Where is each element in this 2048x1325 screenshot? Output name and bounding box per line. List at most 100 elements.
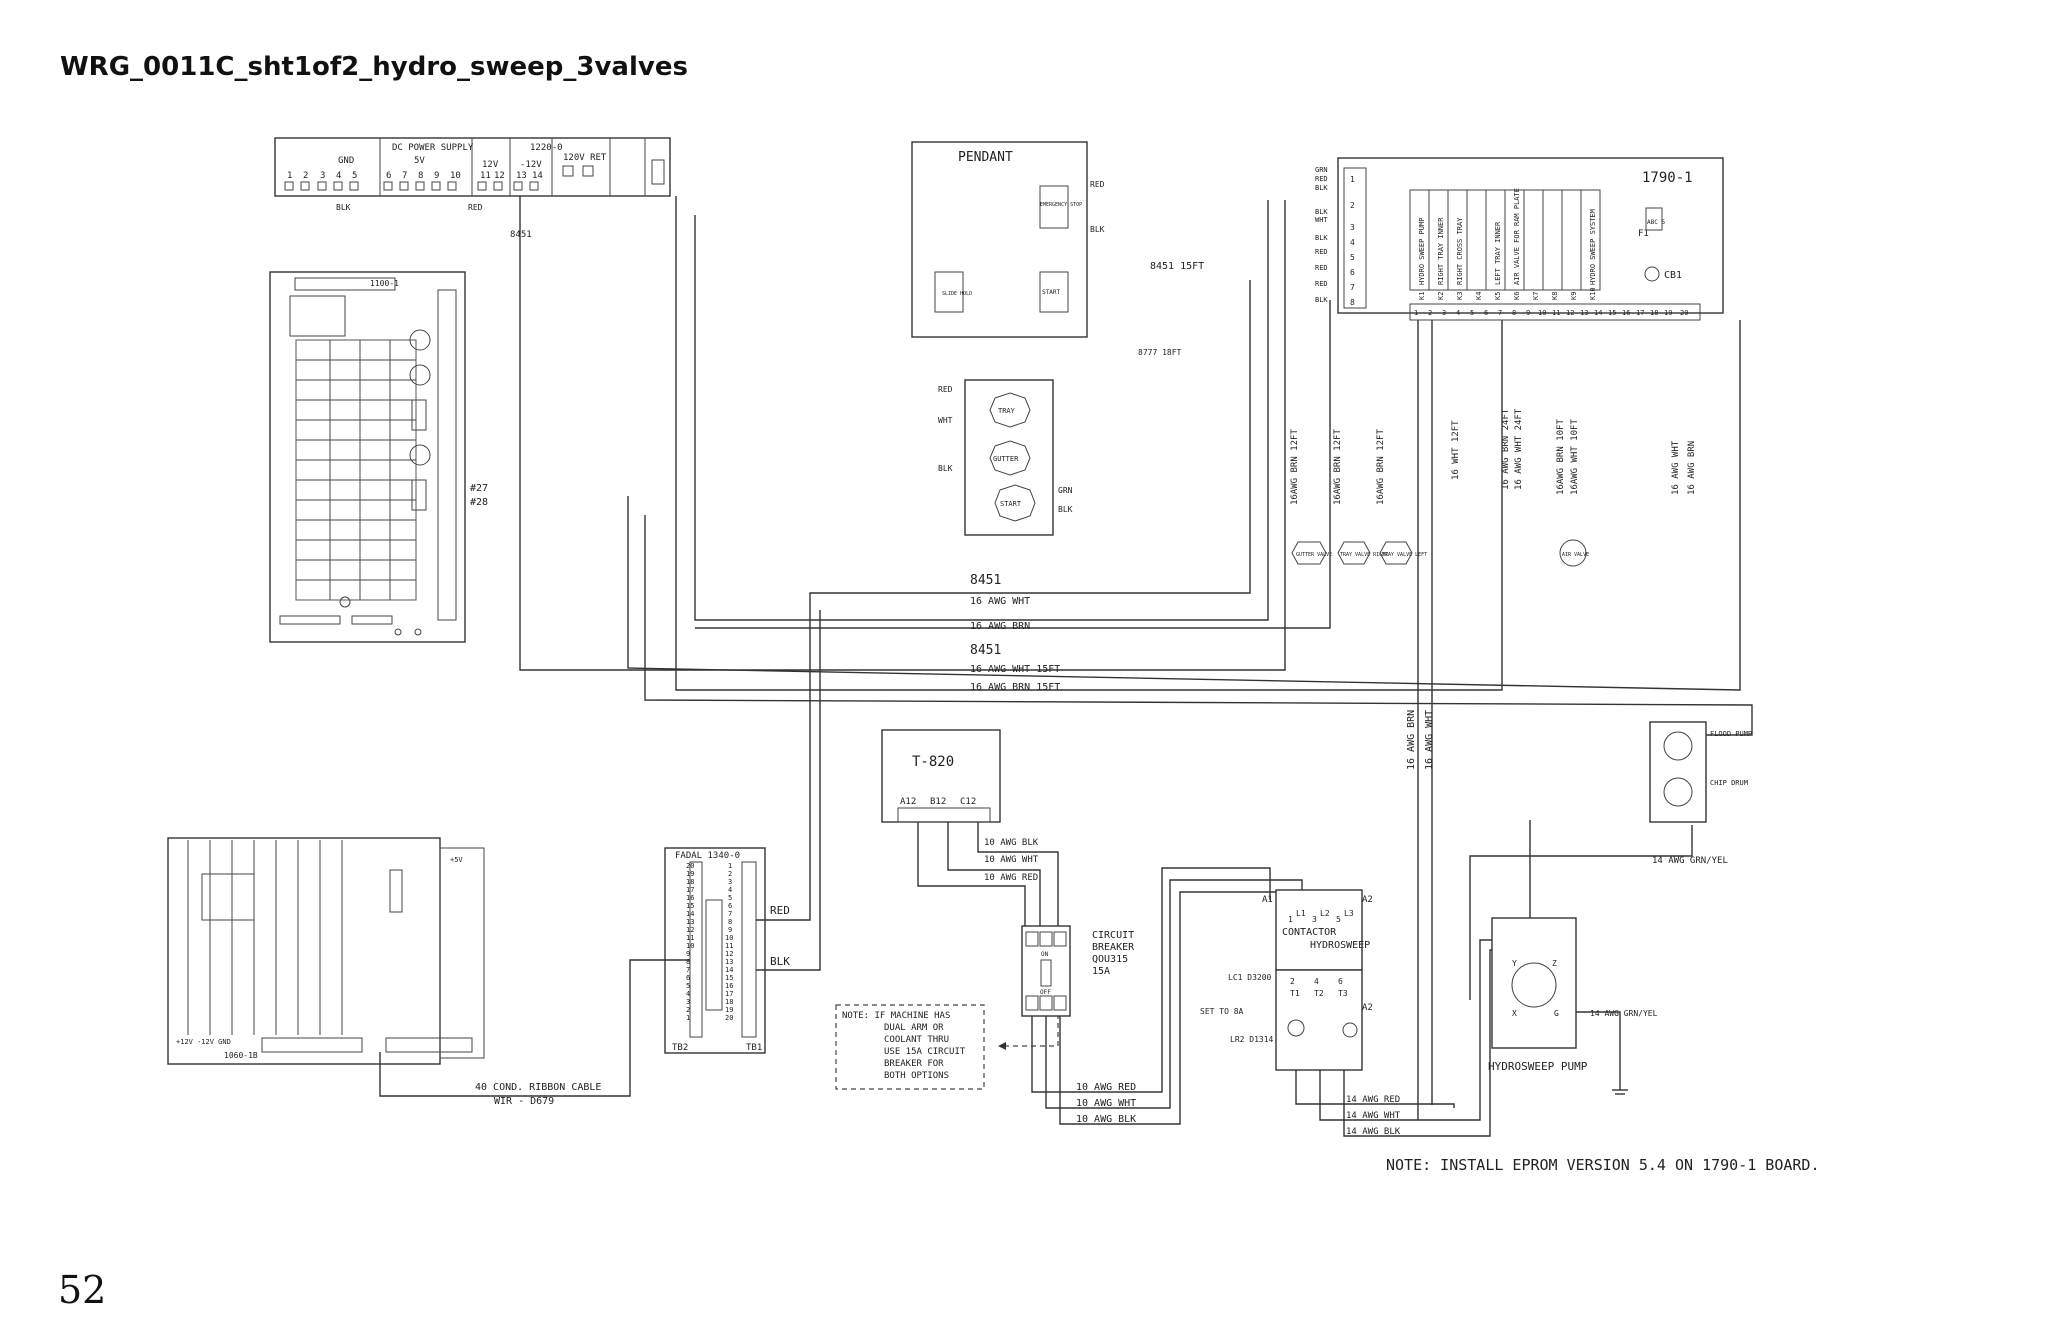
svg-text:17: 17 xyxy=(725,990,733,998)
hydrosweep-pump: Y Z X G HYDROSWEEP PUMP 14 AWG GRN/YEL xyxy=(1488,917,1658,1095)
fadal-tb1: TB1 xyxy=(746,1043,762,1053)
svg-text:9: 9 xyxy=(434,171,439,181)
svg-text:10: 10 xyxy=(686,942,694,950)
svg-text:16: 16 xyxy=(725,982,733,990)
svg-text:1: 1 xyxy=(1350,175,1355,184)
svg-text:3: 3 xyxy=(1442,309,1446,317)
page-title: WRG_0011C_sht1of2_hydro_sweep_3valves xyxy=(60,52,688,82)
dc-ps-board: 1220-0 xyxy=(530,143,563,153)
svg-text:BREAKER FOR: BREAKER FOR xyxy=(884,1059,944,1069)
vertical-pair: 16 AWG BRN 16 AWG WHT xyxy=(1406,320,1435,1120)
svg-text:K7: K7 xyxy=(1532,292,1540,300)
svg-text:1: 1 xyxy=(1288,915,1293,924)
svg-text:7: 7 xyxy=(686,966,690,974)
svg-text:B12: B12 xyxy=(930,797,946,807)
svg-text:K10: K10 xyxy=(1589,287,1597,300)
svg-text:6: 6 xyxy=(1484,309,1488,317)
svg-text:4: 4 xyxy=(336,171,341,181)
board-1790-relay-ids: K1 K2 K3 K4 K5 K6 K7 K8 K9 K10 xyxy=(1418,287,1597,300)
board-1790-cb: CB1 xyxy=(1664,270,1682,281)
contactor: A1 A2 A2 1 3 5 L1 L2 L3 CONTACTOR HYDROS… xyxy=(1200,889,1373,1071)
valve-tray-right: TRAY VALVE RIGHT xyxy=(1340,552,1388,558)
board-1790-bottom-pins: 1 2 3 4 5 6 7 8 9 10 11 12 13 14 15 16 1… xyxy=(1414,309,1688,317)
board-1790-fuse-rating: ABC 5 xyxy=(1647,219,1665,226)
svg-text:WHT: WHT xyxy=(1315,216,1328,224)
pump-g: G xyxy=(1554,1009,1559,1018)
svg-text:3: 3 xyxy=(1350,223,1355,232)
wire-10awg-blk-bottom: 10 AWG BLK xyxy=(1076,1114,1136,1125)
svg-text:18: 18 xyxy=(725,998,733,1006)
bus-16awg-wht-15ft: 16 AWG WHT 15FT xyxy=(970,664,1060,675)
svg-text:LEFT TRAY INNER: LEFT TRAY INNER xyxy=(1494,221,1502,285)
svg-text:CIRCUIT: CIRCUIT xyxy=(1092,930,1134,941)
svg-text:T2: T2 xyxy=(1314,989,1324,998)
svg-text:7: 7 xyxy=(1498,309,1502,317)
svg-text:5: 5 xyxy=(1470,309,1474,317)
svg-text:13: 13 xyxy=(725,958,733,966)
svg-text:BREAKER: BREAKER xyxy=(1092,942,1135,953)
svg-text:RIGHT TRAY INNER: RIGHT TRAY INNER xyxy=(1437,217,1445,285)
svg-text:1: 1 xyxy=(287,171,292,181)
dc-power-supply: DC POWER SUPPLY GND 5V 12V -12V 1220-0 1… xyxy=(274,137,671,240)
fadal-right-numbers: 1 2 3 4 5 6 7 8 9 10 11 12 13 14 15 16 1… xyxy=(725,862,733,1022)
svg-text:6: 6 xyxy=(1350,268,1355,277)
valve-gutter: GUTTER VALVE xyxy=(1296,552,1332,558)
svg-text:16AWG BRN 10FT: 16AWG BRN 10FT xyxy=(1556,419,1566,495)
bus-16awg-brn-15ft: 16 AWG BRN 15FT xyxy=(970,682,1060,693)
pendant-estop: EMERGENCY STOP xyxy=(1040,202,1082,208)
svg-text:13: 13 xyxy=(686,918,694,926)
svg-text:5: 5 xyxy=(352,171,357,181)
dc-ps-5v: 5V xyxy=(414,156,425,166)
outlet-ground-wire: 14 AWG GRN/YEL xyxy=(1652,856,1728,866)
svg-text:DUAL ARM OR: DUAL ARM OR xyxy=(884,1023,944,1033)
svg-text:GRN: GRN xyxy=(1315,166,1328,174)
eprom-note: NOTE: INSTALL EPROM VERSION 5.4 ON 1790-… xyxy=(1386,1156,1819,1174)
svg-text:HYDRO SWEEP PUMP: HYDRO SWEEP PUMP xyxy=(1418,218,1426,285)
svg-text:8: 8 xyxy=(418,171,423,181)
svg-text:HYDRO SWEEP SYSTEM: HYDRO SWEEP SYSTEM xyxy=(1589,209,1597,285)
contactor-a2b: A2 xyxy=(1362,1003,1373,1013)
svg-text:BLK: BLK xyxy=(1315,296,1328,304)
svg-text:17: 17 xyxy=(1636,309,1644,317)
card-cage: 1060-1B +12V -12V GND +5V 40 COND. RIBBO… xyxy=(167,837,690,1107)
svg-text:11: 11 xyxy=(1552,309,1560,317)
svg-text:20: 20 xyxy=(686,862,694,870)
svg-text:BLK: BLK xyxy=(1315,184,1328,192)
outlet-chip: CHIP DRUM xyxy=(1710,779,1748,787)
svg-text:RED: RED xyxy=(1315,280,1328,288)
contactor-lr2: LR2 D1314 xyxy=(1230,1035,1274,1044)
switch-blk-2: BLK xyxy=(1058,505,1073,514)
switch-wht: WHT xyxy=(938,416,953,425)
contactor-top-pins: 1 3 5 L1 L2 L3 xyxy=(1288,909,1354,924)
main-wires: 10 AWG BLK 10 AWG WHT 10 AWG RED xyxy=(917,822,1059,930)
svg-text:6: 6 xyxy=(1338,977,1343,986)
board-1100-w27: #27 xyxy=(470,483,488,494)
switch-tray: TRAY xyxy=(998,407,1016,415)
svg-text:6: 6 xyxy=(686,974,690,982)
svg-text:16 WHT 12FT: 16 WHT 12FT xyxy=(1451,420,1461,480)
svg-text:14: 14 xyxy=(725,966,733,974)
switch-start: START xyxy=(1000,500,1022,508)
valve-air: AIR VALVE xyxy=(1562,552,1589,558)
svg-text:BOTH OPTIONS: BOTH OPTIONS xyxy=(884,1071,949,1081)
dc-ps-terminal-labels: 1 2 3 4 5 6 7 8 9 10 11 12 13 14 xyxy=(287,171,543,181)
svg-text:4: 4 xyxy=(1456,309,1460,317)
svg-text:8: 8 xyxy=(1350,298,1355,307)
pendant-cable-a: 8451 15FT xyxy=(1150,261,1204,272)
svg-text:17: 17 xyxy=(686,886,694,894)
svg-text:BLK: BLK xyxy=(1315,234,1328,242)
pendant-title: PENDANT xyxy=(958,150,1013,165)
svg-text:9: 9 xyxy=(728,926,732,934)
svg-text:19: 19 xyxy=(1664,309,1672,317)
svg-text:11: 11 xyxy=(686,934,694,942)
pendant-blk: BLK xyxy=(1090,225,1105,234)
dc-ps-header: DC POWER SUPPLY xyxy=(392,143,474,153)
dc-ps-12v: 12V xyxy=(482,160,499,170)
contactor-a2: A2 xyxy=(1362,895,1373,905)
dc-ps-ret: 120V RET xyxy=(563,153,607,163)
svg-text:2: 2 xyxy=(1350,201,1355,210)
wire-10awg-blk-top: 10 AWG BLK xyxy=(984,838,1039,848)
fadal-terminal: FADAL 1340-0 20 19 18 17 16 15 14 13 12 … xyxy=(664,280,1251,1054)
svg-text:12: 12 xyxy=(494,171,505,181)
svg-text:10: 10 xyxy=(450,171,461,181)
